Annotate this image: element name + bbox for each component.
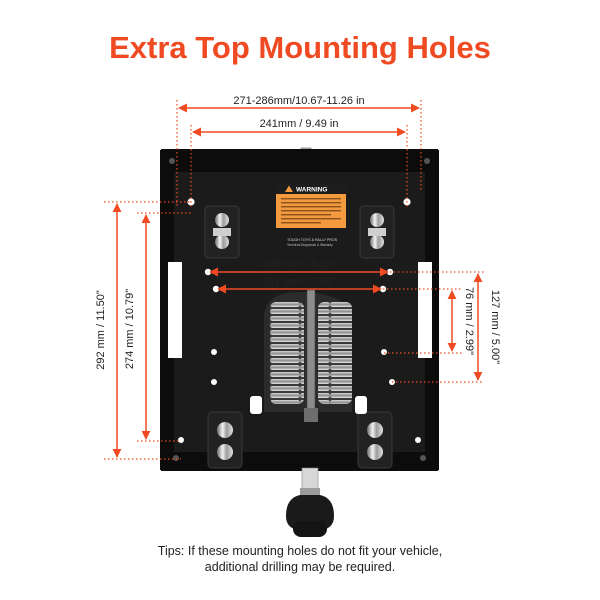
left-outer-height-label: 292 mm / 11.50" — [95, 290, 107, 370]
inner-width-label: 241mm / 9.49 in — [260, 118, 339, 130]
right-short-height-label: 76 mm / 2.99" — [463, 287, 475, 355]
mid-width-label: 208 mm / 8.19" — [262, 258, 336, 270]
tips-line-1: Tips: If these mounting holes do not fit… — [157, 544, 443, 558]
page-title: Extra Top Mounting Holes — [109, 30, 491, 65]
left-inner-height-label: 274 mm / 10.79" — [124, 289, 136, 369]
right-window — [418, 262, 432, 358]
outer-width-label: 271-286mm/10.67-11.26 in — [233, 95, 364, 107]
lower-right-roller — [357, 411, 393, 469]
label-brand-line: TOUGH TOYS & RALLY PROS — [287, 238, 338, 242]
lower-left-roller — [207, 411, 243, 469]
left-window — [168, 262, 182, 358]
warning-triangle-icon — [285, 185, 293, 192]
warning-label: WARNING TOUGH TOYS & RALLY PROS Technica… — [276, 184, 346, 247]
left-flange — [160, 150, 174, 470]
dimension-overlay: 271-286mm/10.67-11.26 in 241mm / 9.49 in… — [95, 95, 501, 460]
tips-note: Tips: If these mounting holes do not fit… — [0, 543, 600, 575]
upper-right-roller — [359, 205, 395, 259]
bottom-rail — [160, 452, 439, 470]
top-rail — [160, 150, 439, 172]
upper-left-roller — [204, 205, 240, 259]
right-tall-height-label: 127 mm / 5.00" — [489, 290, 501, 364]
tips-line-2: additional drilling may be required. — [204, 560, 396, 574]
lower-width-label: 191 mm / 7.52" — [262, 276, 336, 288]
slot-right — [355, 396, 367, 414]
warning-heading: WARNING — [296, 187, 327, 194]
spring-left — [270, 302, 304, 404]
spring-center-rod — [306, 289, 316, 419]
spring-right — [318, 302, 352, 404]
suspension-plate: WARNING TOUGH TOYS & RALLY PROS Technica… — [160, 147, 439, 537]
label-sub-line: Technical Diagnostic & Warranty — [287, 243, 333, 247]
adjustment-knob-icon — [286, 467, 334, 537]
slot-left — [250, 396, 262, 414]
